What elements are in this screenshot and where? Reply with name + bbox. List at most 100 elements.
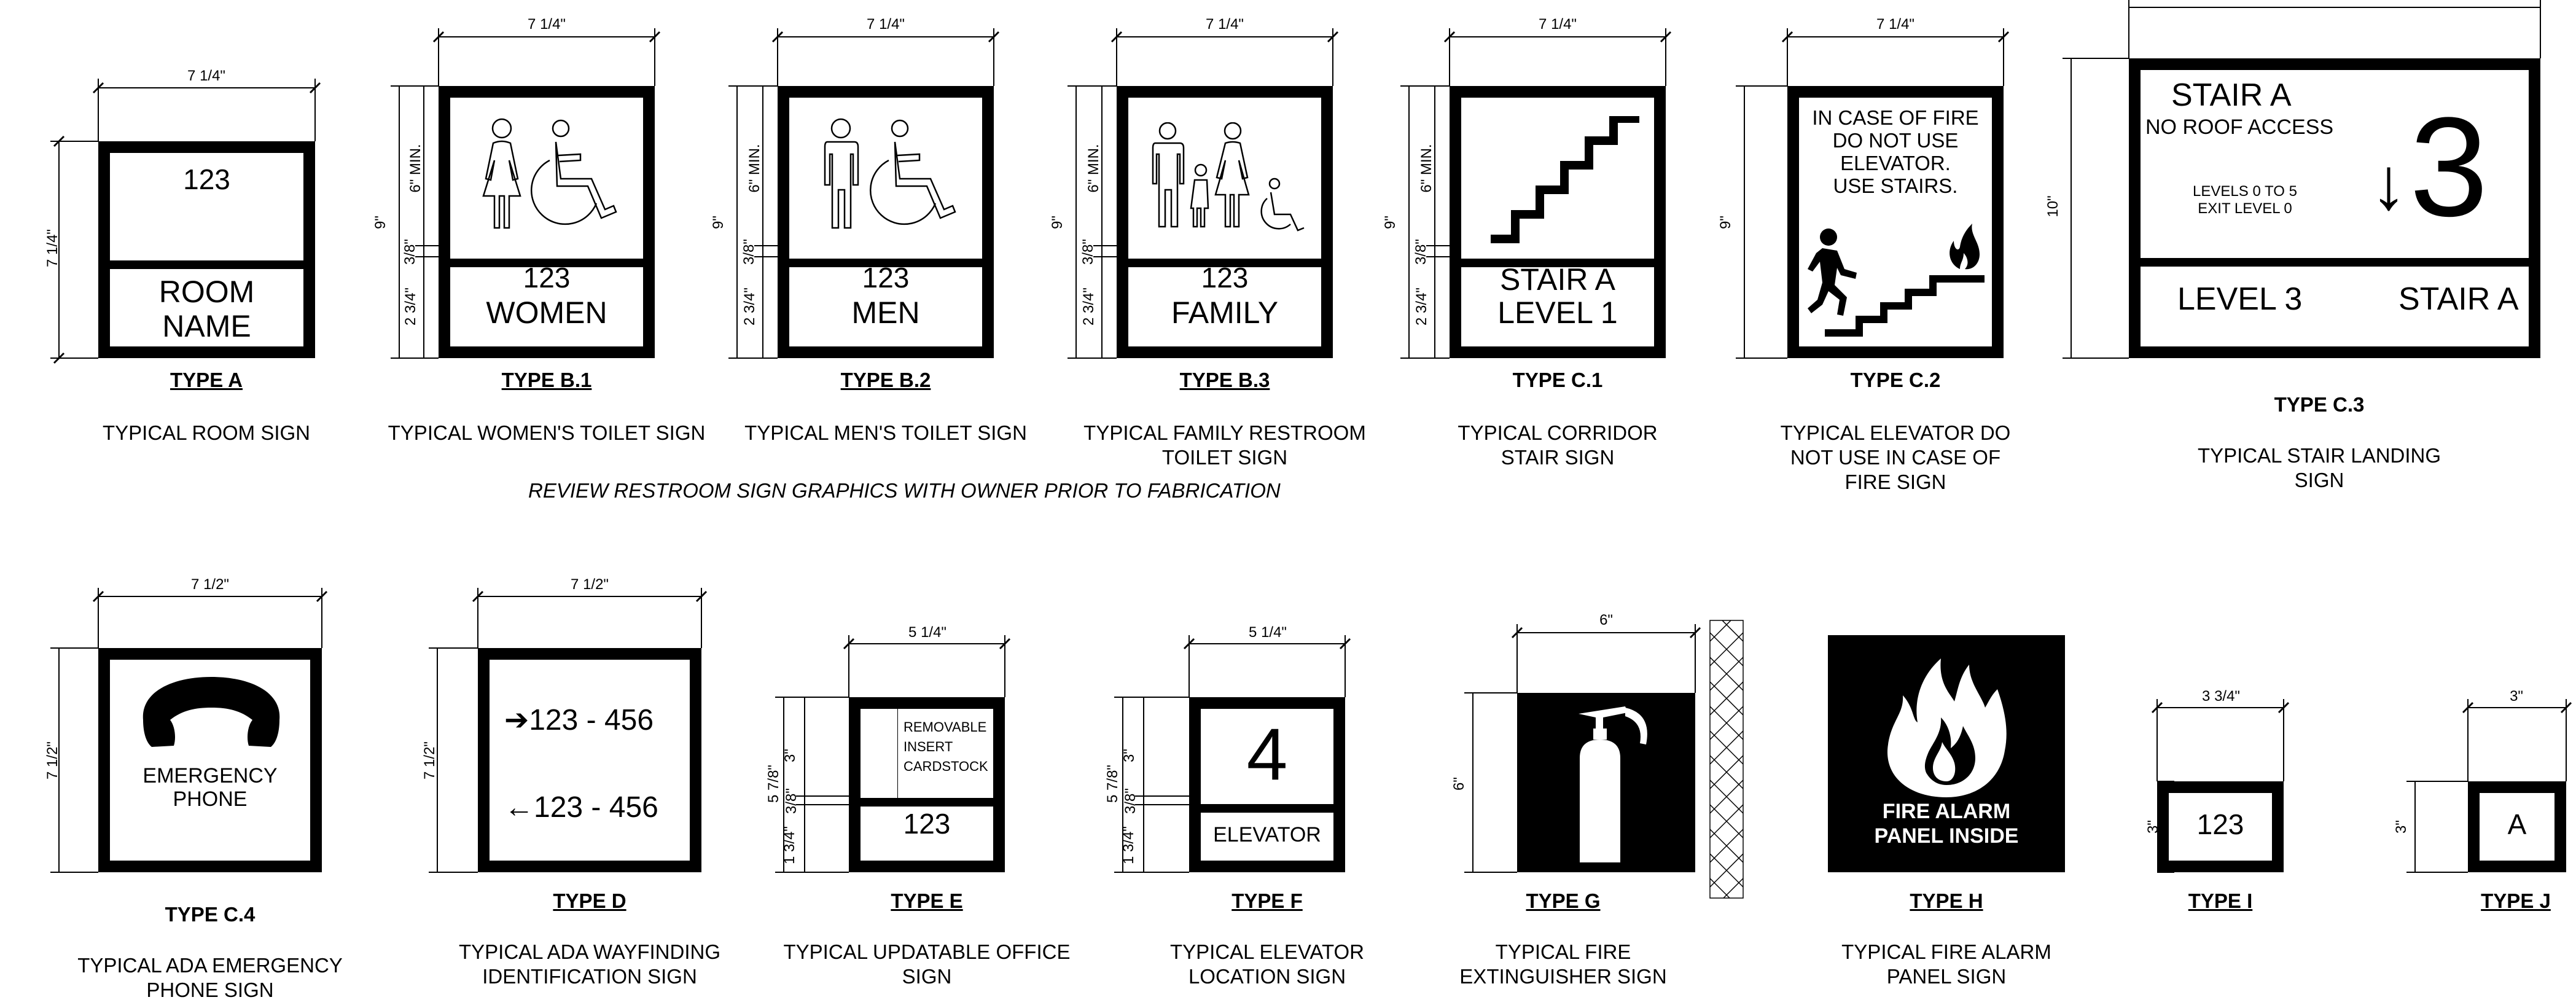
stair-name-bottom: STAIR A — [2398, 281, 2519, 317]
type-d-width-dim: 7 1/2" — [571, 576, 609, 593]
type-b1-d3: 2 3/4" — [402, 287, 419, 326]
type-b3-d2: 3/8" — [1080, 239, 1096, 265]
type-f-caption-line1: TYPICAL ELEVATOR — [1169, 940, 1365, 963]
sign-divider — [861, 798, 993, 807]
type-c3-caption-line1: TYPICAL STAIR LANDING — [2197, 444, 2441, 467]
type-a-caption: TYPICAL ROOM SIGN — [103, 421, 310, 444]
insert-line1: REMOVABLE — [904, 719, 987, 735]
elevator-number: 4 — [1246, 713, 1288, 795]
room-number: 123 — [1201, 262, 1249, 294]
type-g-label: TYPE G — [1526, 889, 1601, 912]
type-f-d1: 3" — [1121, 749, 1138, 762]
type-d-caption-line1: TYPICAL ADA WAYFINDING — [458, 940, 721, 963]
type-i-width-dim: 3 3/4" — [2202, 688, 2240, 705]
sign-letter: A — [2507, 808, 2527, 840]
type-b3-caption-line1: TYPICAL FAMILY RESTROOM — [1083, 421, 1366, 444]
down-arrow-icon: ↓ — [2370, 143, 2407, 225]
room-name: MEN — [851, 295, 920, 330]
type-g-caption-line1: TYPICAL FIRE — [1495, 940, 1631, 963]
type-e-height-dim: 5 7/8" — [765, 765, 782, 803]
type-c4-caption-line1: TYPICAL ADA EMERGENCY — [77, 954, 343, 977]
type-c2-label: TYPE C.2 — [1850, 369, 1941, 391]
type-c1-sign: STAIR A LEVEL 1 — [1450, 86, 1666, 358]
type-h-caption-line2: PANEL SIGN — [1886, 965, 2007, 988]
type-b3-d1: 6" MIN. — [1085, 144, 1102, 193]
men-accessible-icon — [824, 118, 956, 229]
type-b3-width-dim: 7 1/4" — [1206, 16, 1244, 33]
type-i-label: TYPE I — [2188, 889, 2253, 912]
type-e-d2: 3/8" — [783, 788, 800, 814]
type-f-d3: 1 3/4" — [1120, 826, 1137, 864]
c2-line2: DO NOT USE — [1832, 129, 1959, 152]
type-c2-height-dim: 9" — [1717, 216, 1734, 229]
type-c1-width-dim: 7 1/4" — [1539, 16, 1577, 33]
type-b3-sign: 123 FAMILY — [1117, 86, 1333, 358]
type-b1-height-dim: 9" — [372, 216, 389, 229]
type-b3-caption-line2: TOILET SIGN — [1161, 446, 1288, 469]
type-e-label: TYPE E — [891, 889, 963, 912]
exit-level: EXIT LEVEL 0 — [2198, 200, 2292, 217]
wayfinding-left: ←123 - 456 — [504, 791, 658, 824]
room-name: WOMEN — [486, 295, 607, 330]
type-e-width-dim: 5 1/4" — [908, 624, 946, 641]
type-c2-caption-line2: NOT USE IN CASE OF — [1790, 446, 2001, 469]
type-g-height-dim: 6" — [1451, 777, 1467, 791]
type-g-width-dim: 6" — [1599, 612, 1613, 628]
type-c1-label: TYPE C.1 — [1512, 369, 1603, 391]
type-e-caption-line2: SIGN — [902, 965, 952, 988]
emergency-line2: PHONE — [173, 787, 248, 811]
type-c3-sign: STAIR A NO ROOF ACCESS LEVELS 0 TO 5 EXI… — [2129, 58, 2540, 358]
type-d-height-dim: 7 1/2" — [421, 741, 438, 779]
stair-level: LEVEL 1 — [1497, 295, 1618, 330]
type-b2-d3: 2 3/4" — [741, 287, 758, 326]
type-h-caption-line1: TYPICAL FIRE ALARM — [1841, 940, 2051, 963]
type-h-sign: FIRE ALARM PANEL INSIDE — [1828, 635, 2065, 872]
fire-alarm-line1: FIRE ALARM — [1882, 800, 2011, 823]
type-f-height-dim: 5 7/8" — [1104, 765, 1121, 803]
type-c2-caption-line1: TYPICAL ELEVATOR DO — [1780, 421, 2011, 444]
type-b2-d2: 3/8" — [741, 239, 757, 265]
type-b1-caption: TYPICAL WOMEN'S TOILET SIGN — [388, 421, 706, 444]
type-a-width-dim: 7 1/4" — [187, 68, 225, 84]
type-c1-caption-line1: TYPICAL CORRIDOR — [1458, 421, 1658, 444]
room-name: FAMILY — [1171, 295, 1279, 330]
type-c3-height-dim: 10" — [2045, 195, 2061, 217]
type-c3-label: TYPE C.3 — [2274, 393, 2365, 416]
type-b2-caption: TYPICAL MEN'S TOILET SIGN — [744, 421, 1027, 444]
sign-divider — [789, 259, 982, 267]
type-b3-label: TYPE B.3 — [1179, 369, 1270, 391]
wayfinding-right: ➔123 - 456 — [504, 704, 654, 736]
type-b1-d1: 6" MIN. — [407, 144, 424, 193]
room-number: 123 — [183, 163, 230, 195]
type-f-label: TYPE F — [1231, 889, 1303, 912]
sign-divider — [1128, 259, 1321, 267]
fire-stairs-icon — [1808, 224, 1985, 337]
type-b2-width-dim: 7 1/4" — [867, 16, 905, 33]
type-g-sign — [1517, 693, 1695, 872]
sign-divider — [450, 259, 643, 267]
type-d-label: TYPE D — [553, 889, 626, 912]
type-d-sign: ➔123 - 456 ←123 - 456 — [478, 648, 701, 872]
current-level: LEVEL 3 — [2177, 281, 2303, 317]
room-name-line2: NAME — [162, 309, 251, 343]
type-c2-caption-line3: FIRE SIGN — [1844, 471, 1946, 493]
women-accessible-icon — [482, 118, 617, 229]
family-accessible-icon — [1152, 122, 1305, 232]
no-roof-access: NO ROOF ACCESS — [2145, 115, 2334, 139]
floor-number: 3 — [2410, 88, 2488, 246]
sign-divider — [1461, 259, 1654, 267]
type-b2-label: TYPE B.2 — [840, 369, 931, 391]
type-c4-width-dim: 7 1/2" — [191, 576, 229, 593]
type-j-sign: A — [2468, 781, 2566, 872]
emergency-line1: EMERGENCY — [142, 764, 278, 787]
type-d-caption-line2: IDENTIFICATION SIGN — [482, 965, 697, 988]
c2-line4: USE STAIRS. — [1833, 174, 1958, 197]
type-f-d2: 3/8" — [1122, 788, 1139, 814]
review-note: REVIEW RESTROOM SIGN GRAPHICS WITH OWNER… — [528, 479, 1281, 502]
room-number: 123 — [523, 262, 571, 294]
insert-line2: INSERT — [904, 739, 953, 754]
c2-line1: IN CASE OF FIRE — [1812, 106, 1979, 129]
type-j-width-dim: 3" — [2510, 688, 2523, 705]
type-b2-height-dim: 9" — [710, 216, 727, 229]
type-f-caption-line2: LOCATION SIGN — [1188, 965, 1346, 988]
